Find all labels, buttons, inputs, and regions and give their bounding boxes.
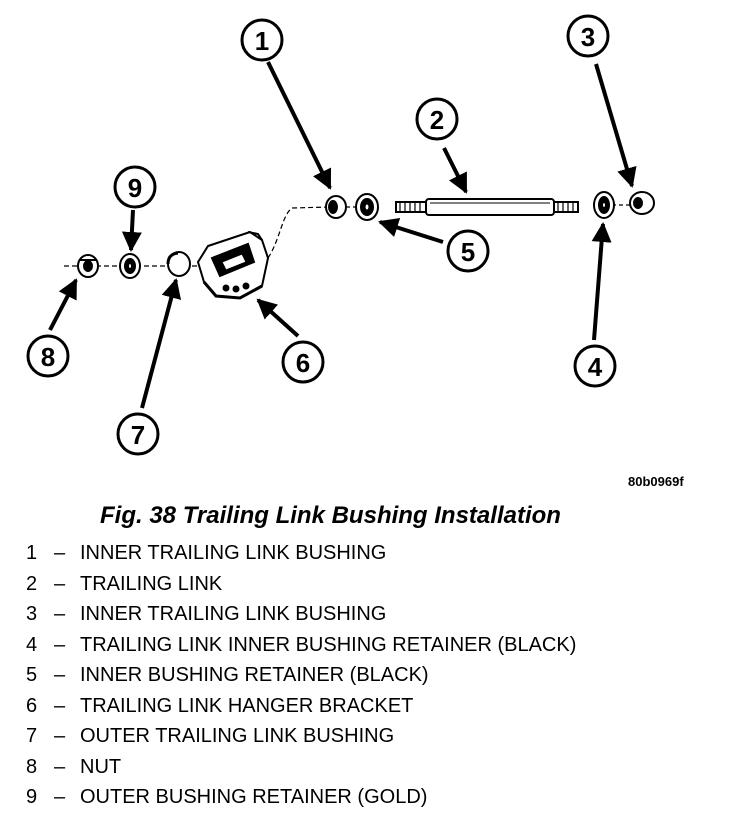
inner-bushing-retainer-4-part bbox=[593, 191, 615, 219]
legend-item: 5–INNER BUSHING RETAINER (BLACK) bbox=[26, 662, 576, 693]
callout-5-label: 5 bbox=[461, 237, 475, 267]
legend-item: 9–OUTER BUSHING RETAINER (GOLD) bbox=[26, 784, 576, 815]
parts-legend: 1–INNER TRAILING LINK BUSHING 2–TRAILING… bbox=[26, 540, 576, 815]
legend-text: TRAILING LINK bbox=[80, 572, 223, 595]
legend-text: OUTER BUSHING RETAINER (GOLD) bbox=[80, 786, 428, 808]
legend-text: TRAILING LINK INNER BUSHING RETAINER (BL… bbox=[80, 633, 577, 656]
legend-num: 8 bbox=[26, 755, 38, 778]
legend-dash: – bbox=[54, 572, 66, 595]
legend-num: 1 bbox=[26, 542, 38, 564]
callout-4-label: 4 bbox=[588, 352, 603, 382]
callout-5-circle bbox=[446, 229, 490, 273]
callout-1-label: 1 bbox=[255, 26, 269, 56]
callout-7-label: 7 bbox=[131, 420, 145, 450]
legend-text: TRAILING LINK HANGER BRACKET bbox=[80, 694, 414, 717]
legend-text: INNER TRAILING LINK BUSHING bbox=[80, 603, 387, 625]
exploded-parts-diagram: 1 2 3 4 5 6 7 8 9 bbox=[26, 14, 655, 456]
callout-3-circle bbox=[566, 14, 610, 58]
legend-item: 3–INNER TRAILING LINK BUSHING bbox=[26, 601, 576, 632]
callout-circles bbox=[26, 14, 617, 456]
legend-num: 2 bbox=[26, 572, 38, 595]
legend-num: 7 bbox=[26, 725, 38, 747]
legend-dash: – bbox=[54, 725, 66, 747]
figure-caption: Fig. 38 Trailing Link Bushing Installati… bbox=[100, 502, 561, 529]
figure-code: 80b0969f bbox=[628, 474, 684, 489]
legend-dash: – bbox=[54, 755, 66, 778]
legend-text: OUTER TRAILING LINK BUSHING bbox=[80, 725, 395, 747]
pointer-arrows bbox=[48, 61, 637, 409]
inner-bushing-3-part bbox=[629, 191, 655, 215]
callout-1-circle bbox=[240, 18, 284, 62]
callout-8-circle bbox=[26, 334, 70, 378]
trailing-link-part bbox=[395, 198, 579, 216]
callout-8-label: 8 bbox=[41, 342, 55, 372]
legend-num: 6 bbox=[26, 694, 38, 717]
callout-6-label: 6 bbox=[296, 348, 310, 378]
callout-2-label: 2 bbox=[430, 105, 444, 135]
callout-9-circle bbox=[113, 165, 157, 209]
legend-dash: – bbox=[54, 694, 66, 717]
hanger-bracket-part bbox=[196, 230, 270, 300]
legend-text: NUT bbox=[80, 755, 122, 778]
legend-dash: – bbox=[54, 603, 66, 625]
legend-item: 4–TRAILING LINK INNER BUSHING RETAINER (… bbox=[26, 632, 576, 663]
legend-item: 7–OUTER TRAILING LINK BUSHING bbox=[26, 723, 576, 754]
callout-4-circle bbox=[573, 344, 617, 388]
outer-bushing-retainer-part bbox=[119, 253, 141, 279]
legend-dash: – bbox=[54, 786, 66, 808]
legend-num: 5 bbox=[26, 664, 38, 686]
legend-dash: – bbox=[54, 542, 66, 564]
callout-7-circle bbox=[116, 412, 160, 456]
legend-num: 4 bbox=[26, 633, 38, 656]
callout-6-circle bbox=[281, 340, 325, 384]
callout-3-label: 3 bbox=[581, 22, 595, 52]
legend-item: 1–INNER TRAILING LINK BUSHING bbox=[26, 540, 576, 571]
callout-2-circle bbox=[415, 97, 459, 141]
legend-text: INNER BUSHING RETAINER (BLACK) bbox=[80, 664, 429, 686]
legend-item: 8–NUT bbox=[26, 754, 576, 785]
legend-dash: – bbox=[54, 633, 66, 656]
legend-item: 2–TRAILING LINK bbox=[26, 571, 576, 602]
nut-part bbox=[77, 254, 99, 278]
legend-num: 3 bbox=[26, 603, 38, 625]
legend-dash: – bbox=[54, 664, 66, 686]
legend-num: 9 bbox=[26, 786, 38, 808]
inner-bushing-1-part bbox=[325, 195, 347, 219]
legend-text: INNER TRAILING LINK BUSHING bbox=[80, 542, 387, 564]
legend-item: 6–TRAILING LINK HANGER BRACKET bbox=[26, 693, 576, 724]
callout-9-label: 9 bbox=[128, 173, 142, 203]
outer-bushing-part bbox=[166, 251, 191, 277]
inner-bushing-retainer-part bbox=[355, 193, 379, 221]
